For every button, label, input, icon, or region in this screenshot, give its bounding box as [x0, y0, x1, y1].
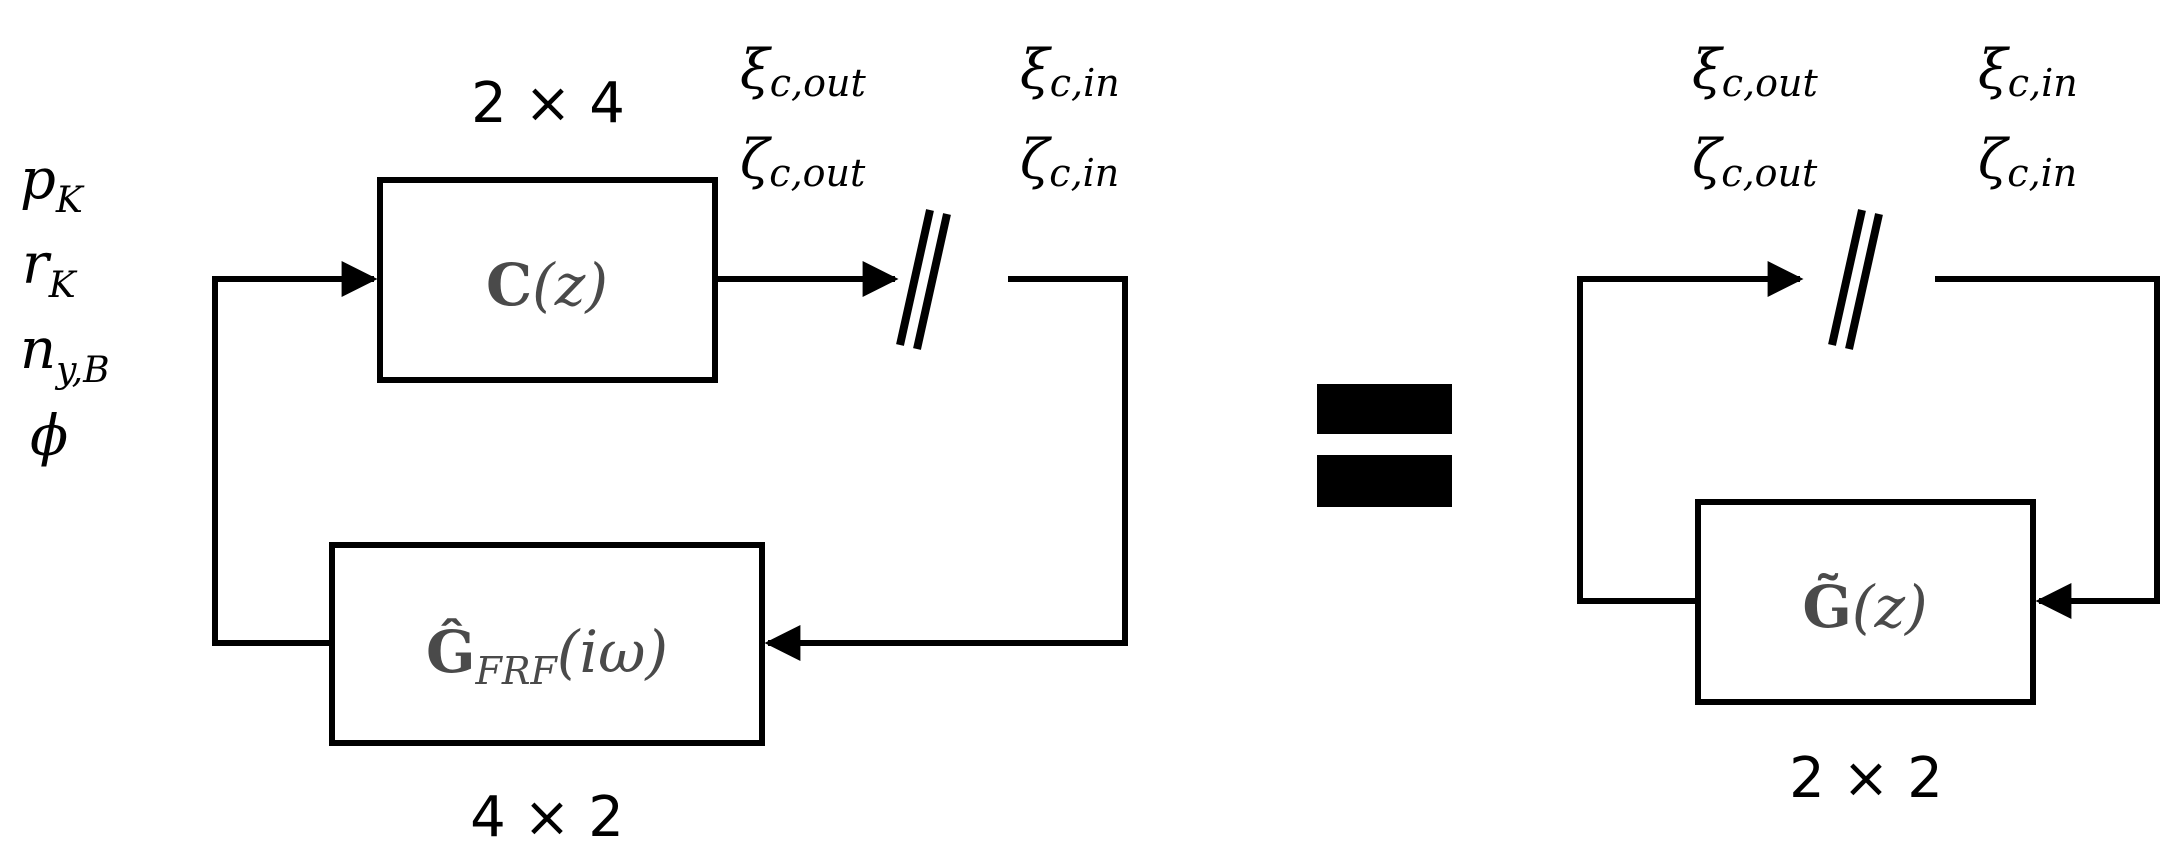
- xi-c-out-right: ξc,out: [1692, 38, 1818, 105]
- param-r-k: rK: [22, 232, 78, 306]
- right-out-signals: ξc,out ζc,out: [1692, 38, 1818, 195]
- zeta-c-in-left: ζc,in: [1020, 128, 1119, 195]
- controller-block: C(z): [377, 177, 718, 383]
- right-in-signals: ξc,in ζc,in: [1978, 38, 2078, 195]
- xi-c-in-right: ξc,in: [1978, 38, 2078, 105]
- controller-label: C(z): [486, 251, 608, 319]
- right-signal-lines: [1577, 261, 2160, 619]
- equivalence-symbol: [1317, 384, 1452, 507]
- param-phi: ϕ: [30, 404, 68, 469]
- param-p-k: pK: [20, 147, 85, 221]
- feedback-to-plant-arrow: [764, 276, 1128, 661]
- loop-break-symbol: [896, 209, 951, 350]
- plant-frf-label: ĜFRF(iω): [426, 618, 668, 693]
- parameter-list: pK rK ny,B ϕ: [20, 147, 110, 469]
- combined-block: G̃(z): [1695, 499, 2036, 705]
- param-n-yb: ny,B: [20, 317, 110, 391]
- xi-c-out-left: ξc,out: [740, 38, 866, 105]
- zeta-c-in-right: ζc,in: [1978, 128, 2077, 195]
- combined-feedback-arrow: [1935, 276, 2160, 619]
- plant-to-controller-arrow: [212, 261, 378, 646]
- left-in-signals: ξc,in ζc,in: [1020, 38, 1120, 195]
- combined-dimension: 2 × 2: [1789, 746, 1943, 811]
- zeta-c-out-left: ζc,out: [740, 128, 866, 195]
- zeta-c-out-right: ζc,out: [1692, 128, 1818, 195]
- left-signal-lines: [212, 261, 1128, 661]
- plant-frf-dimension: 4 × 2: [470, 785, 624, 850]
- combined-label: G̃(z): [1802, 572, 1927, 641]
- combined-output-arrow: [1577, 261, 1804, 604]
- loop-break-symbol-right: [1828, 209, 1883, 350]
- xi-c-in-left: ξc,in: [1020, 38, 1120, 105]
- left-out-signals: ξc,out ζc,out: [740, 38, 866, 195]
- controller-dimension: 2 × 4: [471, 71, 625, 136]
- plant-frf-block: ĜFRF(iω): [329, 542, 765, 746]
